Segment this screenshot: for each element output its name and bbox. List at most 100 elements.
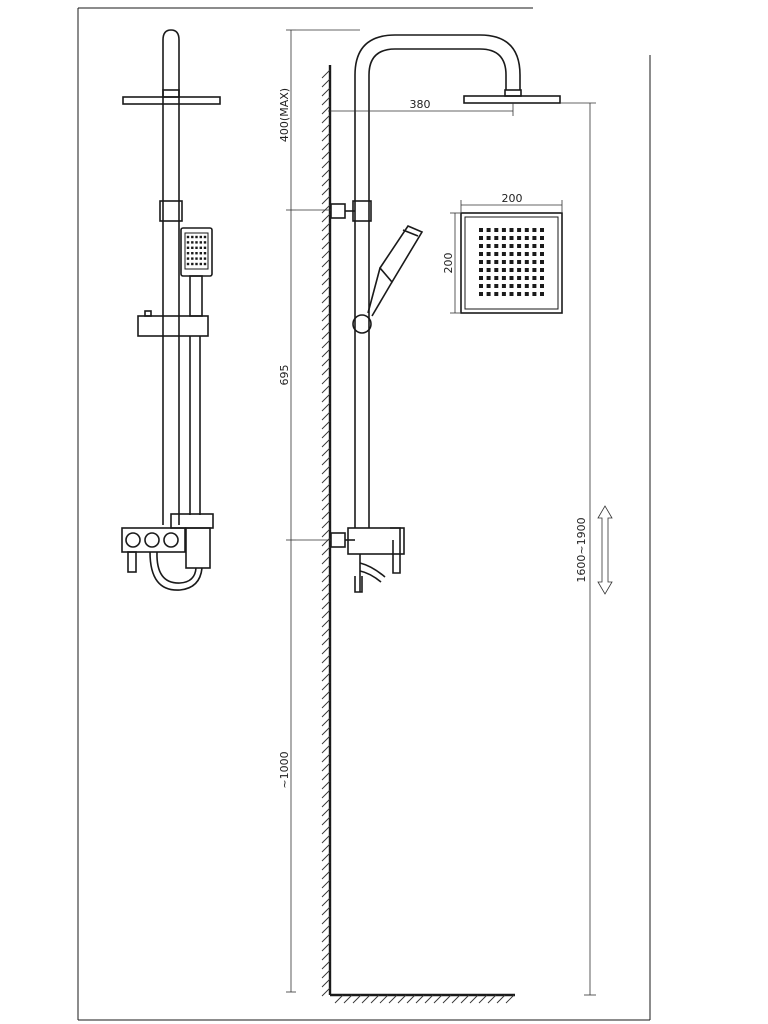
wall-hatch-line (321, 447, 331, 457)
floor-hatch-line (487, 994, 497, 1004)
hand-nozzle (199, 241, 202, 244)
head-nozzle (486, 292, 491, 296)
wall-hatch-line (321, 78, 331, 88)
wall-hatch-line (321, 690, 331, 700)
wall-hatch-line (321, 186, 331, 196)
head-nozzle (517, 276, 522, 280)
head-nozzle (501, 260, 506, 264)
wall-hatch-line (321, 285, 331, 295)
wall-hatch-line (321, 960, 331, 970)
wall-hatch-line (321, 654, 331, 664)
head-nozzle (479, 260, 483, 264)
floor-hatch-line (478, 994, 488, 1004)
head-nozzle (479, 228, 483, 232)
wall-hatch-line (321, 366, 331, 376)
wall-hatch-line (321, 429, 331, 439)
head-nozzle (532, 284, 537, 288)
floor-hatch-line (505, 994, 515, 1004)
head-nozzle (501, 276, 506, 280)
wall-hatch-line (321, 861, 331, 871)
head-nozzle (494, 244, 499, 248)
wall-hatch-line (321, 141, 331, 151)
wall-hatch-line (321, 177, 331, 187)
wall-hatch-line (321, 843, 331, 853)
wall-hatch-line (321, 735, 331, 745)
wall-hatch-line (321, 978, 331, 988)
dim-floor-to-mixer: ~1000 (278, 751, 291, 788)
wall-hatch-line (321, 780, 331, 790)
floor-hatch-line (460, 994, 470, 1004)
wall-hatch-line (321, 672, 331, 682)
wall-hatch-line (321, 546, 331, 556)
floor-hatch-line (343, 994, 353, 1004)
wall-hatch-line (321, 258, 331, 268)
hand-nozzle (203, 235, 207, 239)
wall-hatch-line (321, 906, 331, 916)
hand-nozzle (191, 252, 194, 255)
head-nozzle (532, 252, 537, 256)
floor-hatch-line (442, 994, 452, 1004)
wall-hatch-line (321, 609, 331, 619)
hand-nozzle (203, 252, 207, 255)
wall-hatch-line (321, 204, 331, 214)
wall-hatch-line (321, 132, 331, 142)
head-nozzle (501, 292, 506, 296)
wall-hatch-line (321, 870, 331, 880)
head-nozzle (501, 284, 506, 288)
head-nozzle (540, 292, 544, 296)
wall-hatch-line (321, 924, 331, 934)
hand-nozzle (195, 262, 198, 266)
wall-hatch-line (321, 213, 331, 223)
head-nozzle (501, 252, 506, 256)
head-nozzle (501, 228, 506, 232)
head-nozzle (517, 244, 522, 248)
wall-hatch-line (321, 222, 331, 232)
wall-hatch-line (321, 159, 331, 169)
head-nozzle (479, 236, 483, 240)
head-nozzle (540, 276, 544, 280)
wall-hatch-line (321, 96, 331, 106)
wall-hatch-line (321, 456, 331, 466)
head-nozzle (479, 284, 483, 288)
head-nozzle (532, 276, 537, 280)
wall-hatch-line (321, 384, 331, 394)
wall-hatch-line (321, 357, 331, 367)
wall-hatch-line (321, 402, 331, 412)
hand-nozzle (203, 262, 207, 266)
hand-nozzle (199, 252, 202, 255)
floor-hatch-line (370, 994, 380, 1004)
wall-hatch-line (321, 834, 331, 844)
head-nozzle (540, 284, 544, 288)
wall-hatch-line (321, 276, 331, 286)
head-nozzle (509, 292, 514, 296)
dim-head-reach: 380 (410, 98, 431, 111)
floor-hatching (334, 994, 515, 1004)
head-nozzle (479, 276, 483, 280)
wall-hatch-line (321, 465, 331, 475)
head-nozzle (532, 260, 537, 264)
head-nozzle (532, 292, 537, 296)
wall-hatch-line (321, 420, 331, 430)
hand-shower-front (180, 227, 213, 317)
wall-hatch-line (321, 312, 331, 322)
head-nozzle (532, 268, 537, 272)
wall-hatch-line (321, 348, 331, 358)
head-nozzle (540, 228, 544, 232)
head-nozzle (540, 244, 544, 248)
hand-nozzle (195, 246, 198, 249)
wall-hatch-line (321, 339, 331, 349)
wall-hatch-line (321, 636, 331, 646)
head-nozzle (494, 292, 499, 296)
head-nozzle (494, 276, 499, 280)
head-nozzle (540, 236, 544, 240)
hand-nozzle (186, 246, 190, 249)
head-nozzle (486, 284, 491, 288)
shower-head-top-view (460, 212, 563, 314)
floor-hatch-line (469, 994, 479, 1004)
dim-rail-span: 695 (278, 365, 291, 386)
wall-hatch-line (321, 537, 331, 547)
wall-hatch-line (321, 645, 331, 655)
head-nozzle (494, 228, 499, 232)
head-nozzle (486, 276, 491, 280)
head-nozzle (479, 268, 483, 272)
